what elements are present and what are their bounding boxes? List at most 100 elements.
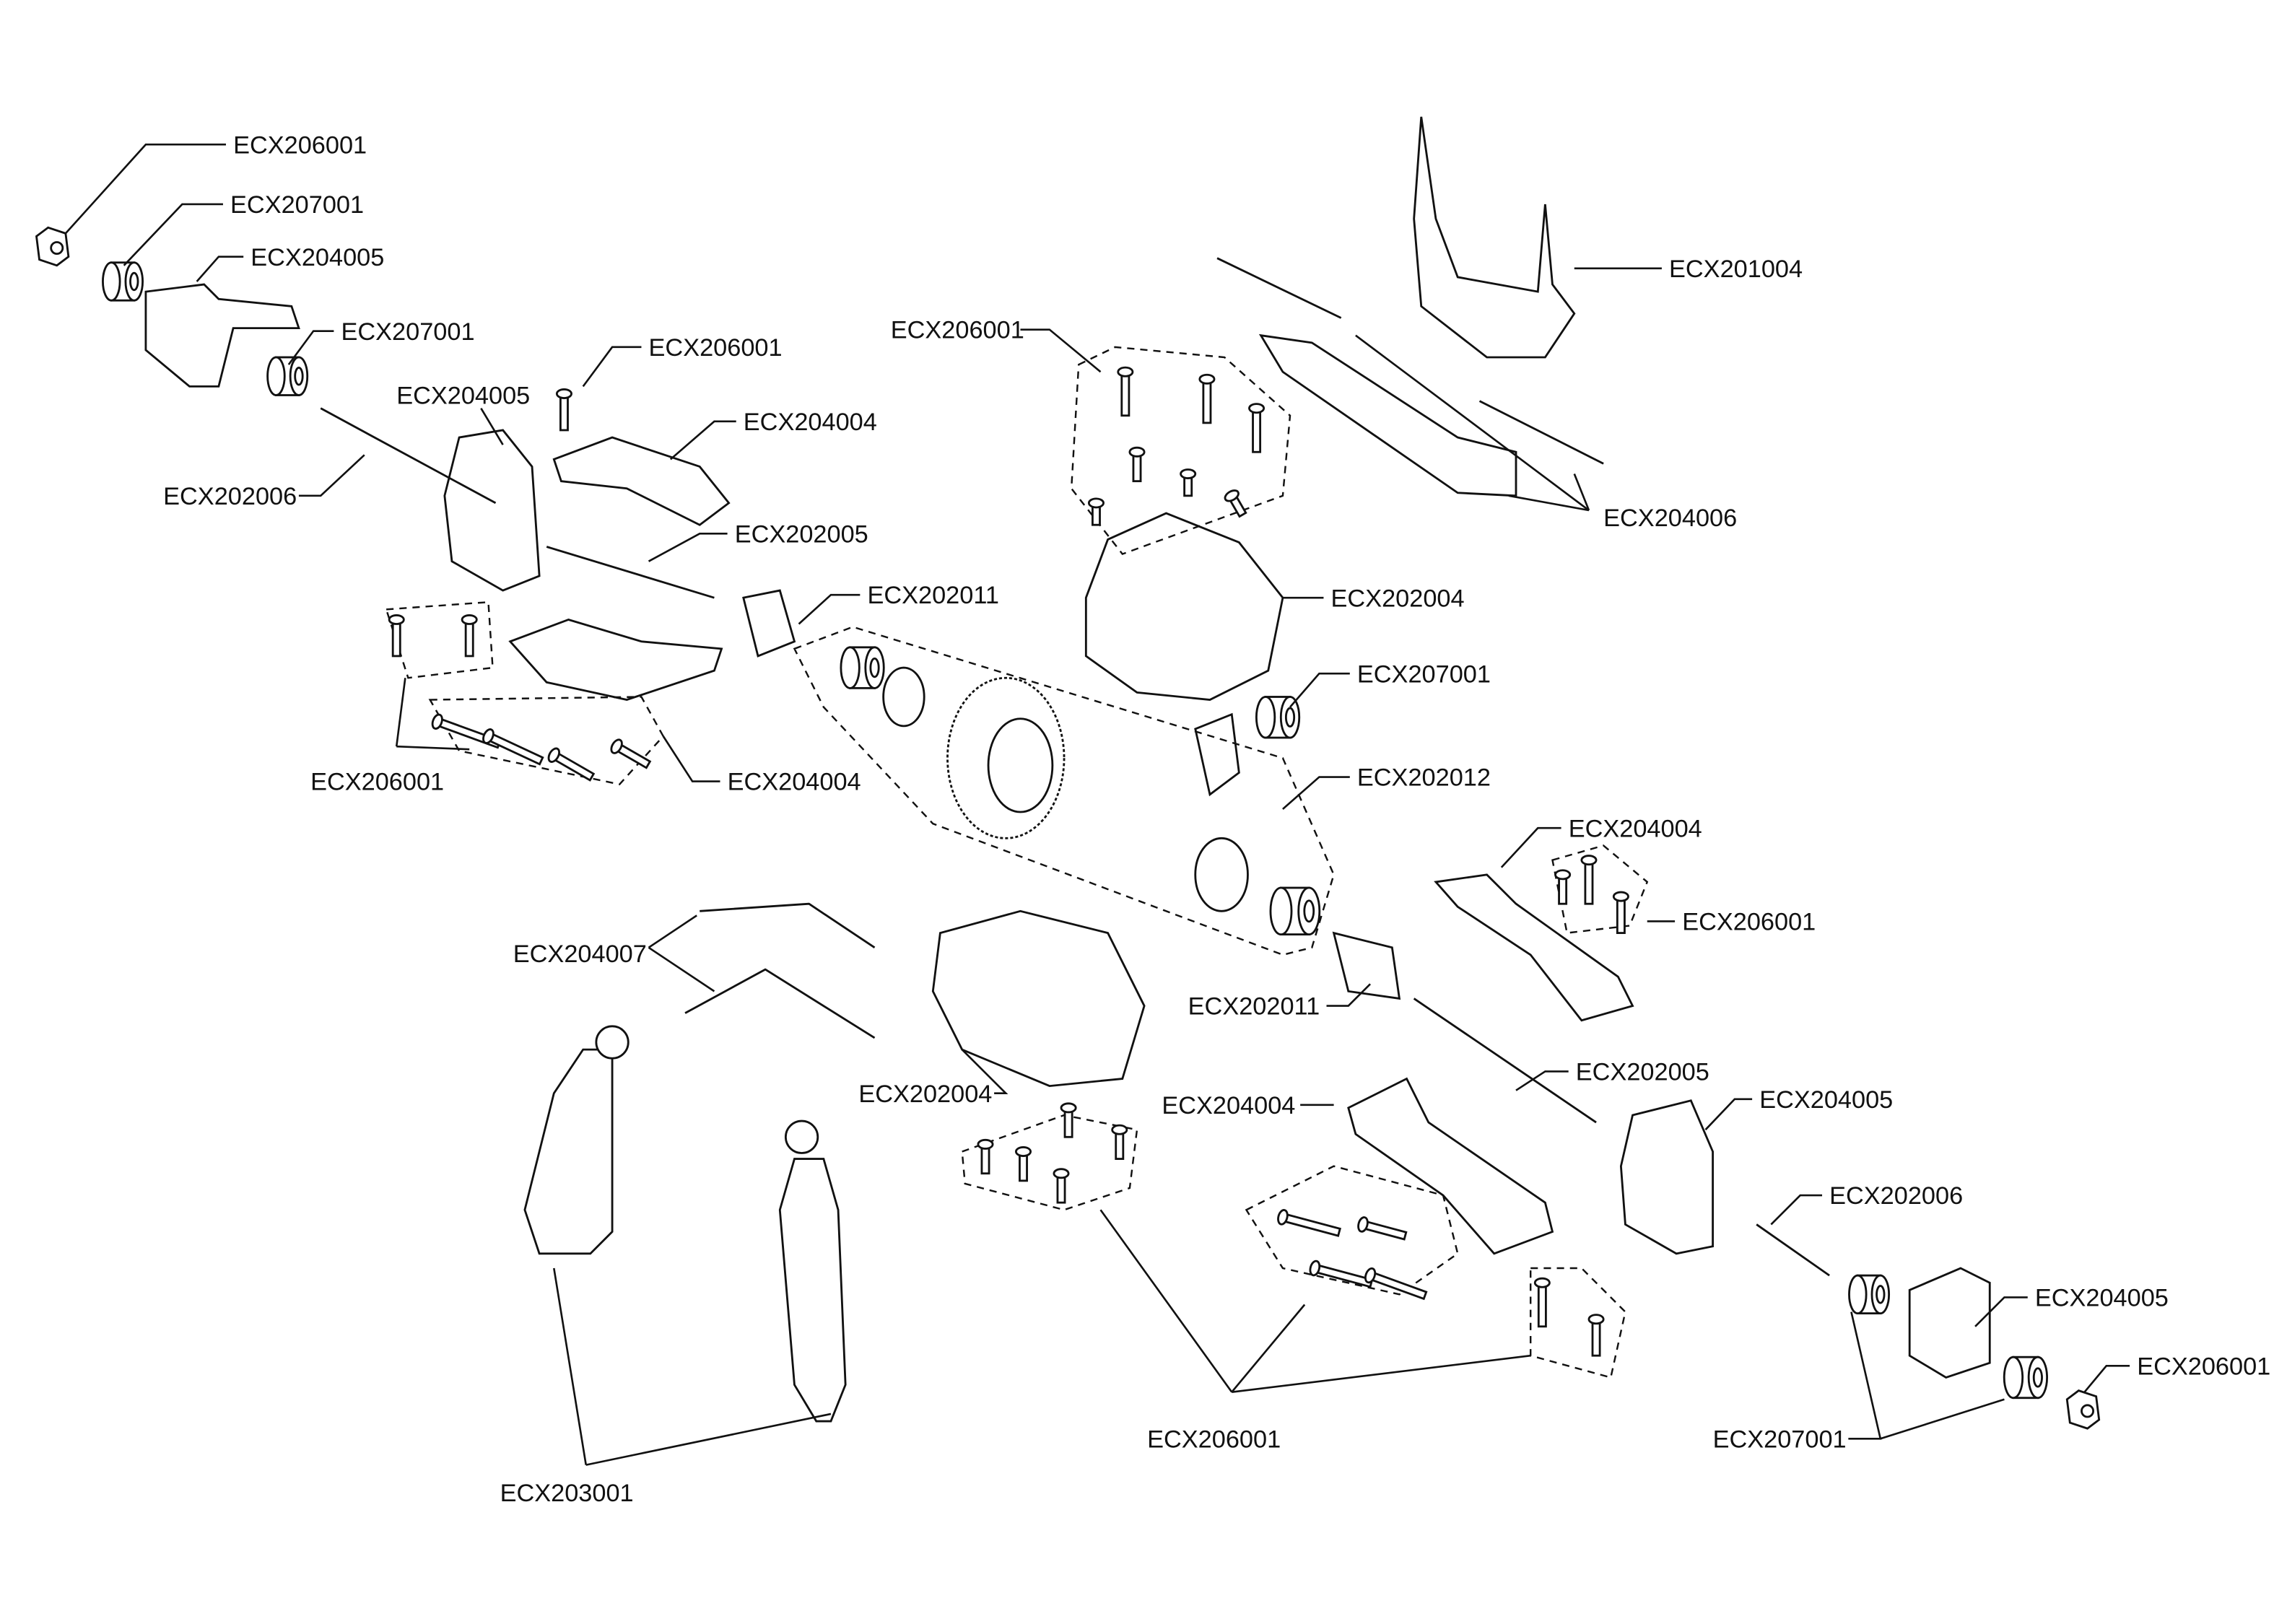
gearbox-housing — [931, 909, 1146, 1088]
screw-icon — [482, 728, 544, 766]
part-label: ECX204005 — [2035, 1285, 2169, 1312]
gearbox-housing — [1084, 512, 1284, 701]
leader-line — [669, 420, 736, 460]
leader-lines — [64, 143, 2130, 1466]
screw-icon — [1224, 489, 1247, 518]
leader-line — [1355, 334, 1590, 512]
part-label: ECX207001 — [1357, 660, 1491, 688]
screw-icon — [1111, 1124, 1128, 1160]
leader-line — [798, 593, 861, 625]
leader-line — [480, 407, 504, 445]
screw-icon — [610, 738, 652, 769]
hardware-group-outline — [1529, 1267, 1626, 1379]
part-label: ECX206001 — [891, 317, 1024, 344]
screw-icon — [1357, 1216, 1408, 1241]
part-label: ECX207001 — [1713, 1426, 1847, 1453]
sway-bar — [684, 968, 876, 1039]
leader-line — [961, 1049, 1009, 1095]
leader-line — [1500, 826, 1561, 868]
steering-knuckle — [1908, 1267, 1991, 1379]
hub-carrier — [1619, 1099, 1715, 1255]
part-label: ECX206001 — [233, 131, 367, 159]
leader-line — [396, 745, 470, 751]
hardware-group-outline — [1070, 346, 1291, 556]
leader-line — [1704, 1098, 1753, 1131]
chassis-brace — [1258, 333, 1517, 497]
screw-icon — [547, 747, 596, 782]
hardware-group-outline — [385, 601, 494, 679]
parts-drawings — [35, 116, 2101, 1430]
leader-line — [662, 735, 720, 782]
leader-line — [1099, 1209, 1233, 1393]
hardware-group-outline — [1245, 1165, 1459, 1296]
part-label: ECX204005 — [1759, 1086, 1893, 1114]
screw-icon — [1060, 1102, 1077, 1138]
pinion-gear-icon — [1194, 712, 1240, 797]
screw-icon — [1053, 1168, 1070, 1204]
leader-line — [1326, 983, 1372, 1007]
leader-line — [1289, 672, 1350, 708]
part-label: ECX202011 — [1188, 993, 1320, 1021]
part-label: ECX206001 — [310, 769, 444, 796]
body-mount — [1413, 116, 1576, 359]
bearing-icon — [1255, 696, 1301, 739]
part-label: ECX204007 — [513, 940, 647, 968]
leader-line — [1020, 328, 1102, 373]
leader-line — [287, 330, 334, 365]
part-label: ECX202012 — [1357, 764, 1491, 792]
leader-line — [648, 533, 728, 562]
link — [1216, 257, 1342, 319]
leader-line — [1232, 1354, 1531, 1393]
part-label: ECX204005 — [396, 383, 530, 410]
driveshaft — [1756, 1223, 1830, 1277]
dogbone — [546, 546, 715, 599]
screw-icon — [1587, 1314, 1605, 1357]
part-label: ECX201004 — [1669, 256, 1803, 283]
part-label: ECX207001 — [230, 191, 364, 219]
part-label: ECX206001 — [2137, 1353, 2270, 1380]
part-label: ECX202005 — [1576, 1059, 1709, 1086]
leader-line — [1770, 1194, 1823, 1226]
shock-eyelet-icon — [784, 1119, 819, 1154]
diff-gear-icon — [882, 666, 925, 728]
screw-icon — [1180, 468, 1197, 497]
bearing-icon — [2003, 1355, 2049, 1400]
screw-icon — [1087, 497, 1105, 526]
hardware-group-outline — [1551, 844, 1649, 934]
shock-eyelet-icon — [595, 1025, 630, 1060]
screw-icon — [1364, 1267, 1428, 1301]
bearing-icon — [1848, 1274, 1891, 1315]
screw-icon — [1248, 403, 1265, 453]
leader-line — [1880, 1398, 2005, 1440]
screw-icon — [1198, 373, 1216, 424]
leader-line — [1231, 1304, 1306, 1393]
screw-icon — [1309, 1260, 1374, 1288]
part-label: ECX204004 — [1569, 815, 1702, 842]
sway-bar — [700, 902, 876, 948]
hub-carrier — [443, 429, 541, 592]
leader-line — [395, 678, 406, 747]
part-label: ECX202011 — [867, 582, 999, 609]
leader-line — [1848, 1311, 1882, 1440]
screw-icon — [1117, 366, 1134, 417]
shock-absorber — [523, 1048, 614, 1255]
leader-line — [298, 454, 365, 497]
part-label: ECX202005 — [735, 520, 868, 548]
leader-line — [648, 946, 715, 992]
bearing-icon — [102, 261, 144, 302]
part-label: ECX203001 — [500, 1480, 634, 1507]
screw-icon — [977, 1138, 994, 1175]
bearing-icon — [266, 356, 309, 396]
suspension-arm — [1347, 1077, 1554, 1255]
screw-icon — [555, 388, 572, 432]
part-label: ECX204004 — [1162, 1092, 1295, 1119]
leader-line — [1515, 1070, 1569, 1091]
screw-icon — [388, 614, 405, 658]
drive-cup — [742, 589, 796, 658]
driveshaft — [320, 407, 497, 505]
part-label: ECX202004 — [858, 1081, 992, 1108]
bearing-icon — [840, 646, 885, 689]
link — [1478, 400, 1604, 465]
suspension-arm — [508, 618, 723, 701]
suspension-arm — [552, 436, 731, 526]
